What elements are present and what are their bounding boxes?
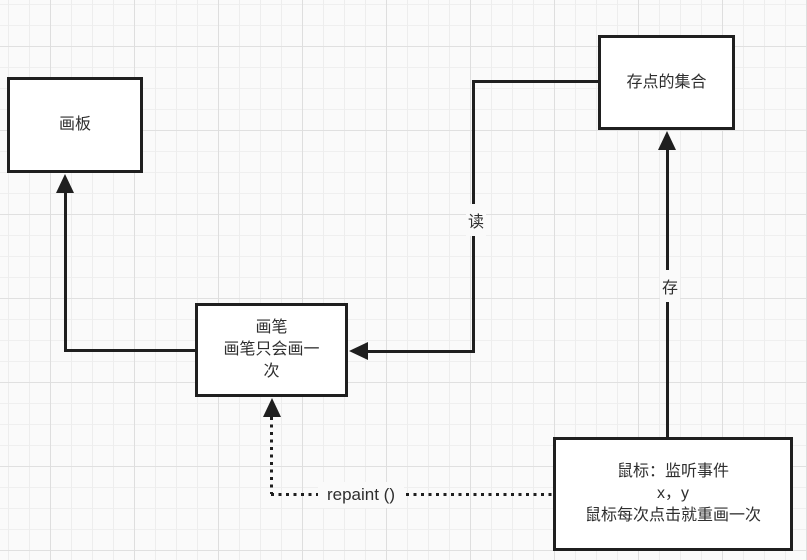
node-brush-label-line: 画笔 — [255, 319, 288, 336]
node-brush-label-line: 次 — [263, 363, 280, 380]
edge-brush-to-board-segment[interactable] — [64, 192, 67, 352]
node-mouse-label-line: 鼠标：监听事件 — [616, 463, 729, 480]
edge-mouse-to-brush-dotted-segment[interactable] — [271, 493, 553, 496]
node-point-collection-label: 存点的集合 — [626, 73, 707, 91]
edge-label-repaint: repaint () — [317, 482, 405, 508]
node-mouse-label-line: x，y — [656, 485, 689, 502]
arrowhead-up-icon — [263, 398, 281, 417]
node-brush[interactable]: 画笔 画笔只会画一 次 — [195, 303, 348, 397]
arrowhead-up-icon — [658, 131, 676, 150]
edge-label-store: 存 — [659, 270, 681, 302]
edge-mouse-to-brush-dotted-segment[interactable] — [270, 417, 273, 494]
edge-points-to-brush-segment[interactable] — [472, 80, 598, 83]
edge-label-read: 读 — [465, 204, 487, 236]
arrowhead-up-icon — [56, 174, 74, 193]
edge-points-to-brush-segment[interactable] — [366, 350, 475, 353]
node-brush-label-line: 画笔只会画一 — [223, 341, 320, 358]
node-drawing-board-label: 画板 — [58, 116, 91, 133]
edge-brush-to-board-segment[interactable] — [64, 349, 195, 352]
node-point-collection[interactable]: 存点的集合 — [598, 35, 735, 130]
arrowhead-left-icon — [349, 342, 368, 360]
node-mouse-listener[interactable]: 鼠标：监听事件 x，y 鼠标每次点击就重画一次 — [553, 437, 793, 551]
node-mouse-label-line: 鼠标每次点击就重画一次 — [584, 507, 761, 524]
node-drawing-board[interactable]: 画板 — [7, 77, 143, 173]
